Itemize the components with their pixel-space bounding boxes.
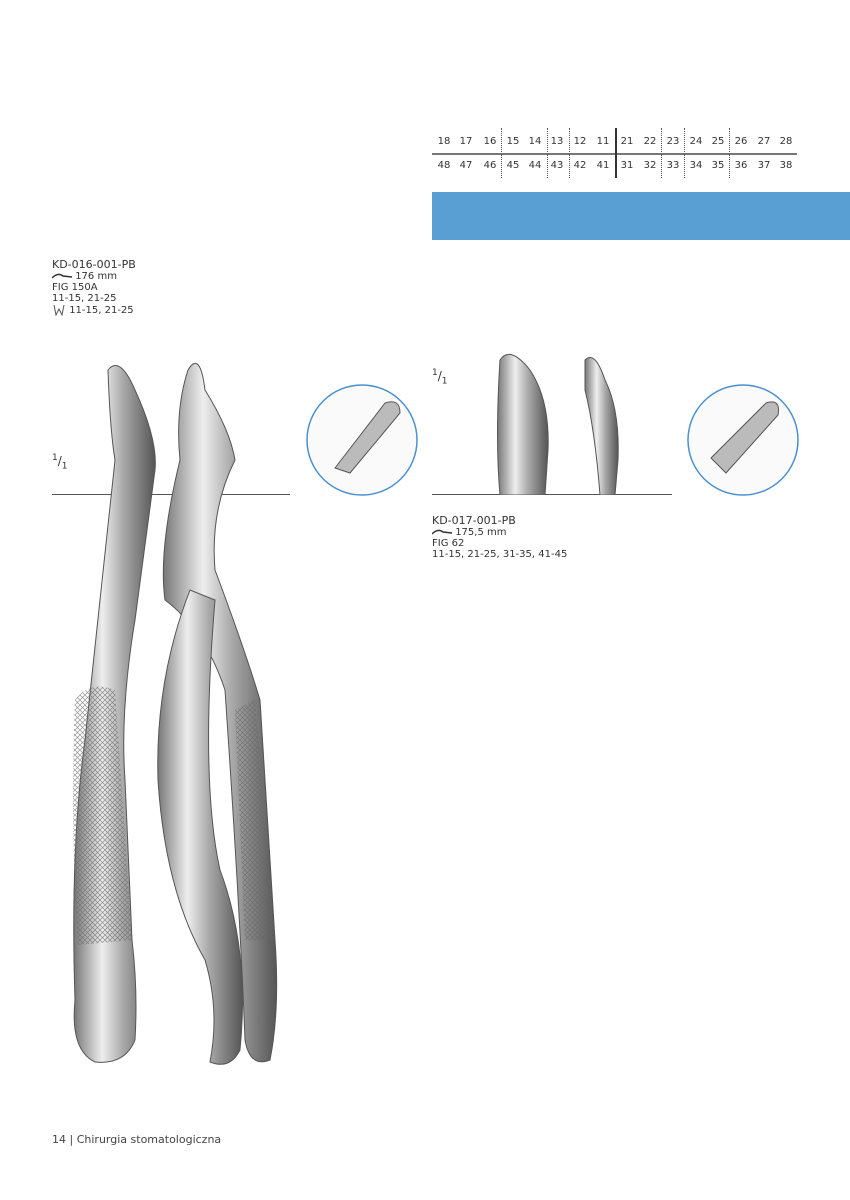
teeth-range: 11-15, 21-25, 31-35, 41-45 <box>432 549 568 560</box>
root-range: 11-15, 21-25 <box>69 305 134 316</box>
tooth-number: 17 <box>459 136 473 147</box>
upper-teeth-row: 18 17 16 15 14 13 12 11 21 22 23 24 25 26 27 28 <box>432 136 797 156</box>
scale-indicator: 1/1 <box>52 453 68 472</box>
forceps-length-icon <box>432 529 452 535</box>
scale-line <box>432 494 672 495</box>
tooth-number: 16 <box>483 136 497 147</box>
tooth-number: 41 <box>596 160 610 171</box>
tooth-number: 13 <box>550 136 564 147</box>
tooth-number: 35 <box>711 160 725 171</box>
tooth-root-icon <box>53 304 65 316</box>
teeth-range: 11-15, 21-25 <box>52 293 117 304</box>
length-row: 175,5 mm <box>432 527 567 538</box>
tooth-number: 44 <box>528 160 542 171</box>
tooth-number: 11 <box>596 136 610 147</box>
tooth-number: 27 <box>757 136 771 147</box>
forceps-length-icon <box>52 273 72 279</box>
tooth-number: 28 <box>779 136 793 147</box>
tooth-number: 25 <box>711 136 725 147</box>
divider <box>432 153 797 155</box>
fig-number: FIG 150A <box>52 282 98 293</box>
tooth-number: 38 <box>779 160 793 171</box>
product-code: KD-016-001-PB <box>52 258 136 271</box>
page-footer: 14 | Chirurgia stomatologiczna <box>52 1133 221 1146</box>
forceps-image-1 <box>73 362 278 1065</box>
forceps-image-2 <box>497 353 619 495</box>
midline <box>615 128 617 178</box>
tooth-number: 22 <box>643 136 657 147</box>
tooth-number: 32 <box>643 160 657 171</box>
section-title: Chirurgia stomatologiczna <box>76 1133 222 1146</box>
tooth-number: 26 <box>734 136 748 147</box>
tooth-number: 24 <box>689 136 703 147</box>
tooth-number: 47 <box>459 160 473 171</box>
separator <box>729 128 730 178</box>
tooth-number: 36 <box>734 160 748 171</box>
footer-separator: | <box>69 1133 74 1146</box>
tooth-number: 42 <box>573 160 587 171</box>
product-spec-2: KD-017-001-PB 175,5 mm FIG 62 11-15, 21-… <box>432 514 567 560</box>
separator <box>569 128 570 178</box>
length: 176 mm <box>75 271 117 282</box>
length: 175,5 mm <box>455 527 507 538</box>
tooth-number: 45 <box>506 160 520 171</box>
tooth-number: 37 <box>757 160 771 171</box>
separator <box>661 128 662 178</box>
tooth-number: 18 <box>437 136 451 147</box>
tip-detail-2 <box>687 384 799 496</box>
tooth-number: 14 <box>528 136 542 147</box>
tooth-number: 23 <box>666 136 680 147</box>
page-number: 14 <box>52 1133 66 1146</box>
tooth-number: 34 <box>689 160 703 171</box>
scale-line <box>52 494 290 495</box>
tooth-number: 12 <box>573 136 587 147</box>
product-spec-1: KD-016-001-PB 176 mm FIG 150A 11-15, 21-… <box>52 258 136 316</box>
fig-number: FIG 62 <box>432 538 465 549</box>
separator <box>501 128 502 178</box>
tooth-number: 46 <box>483 160 497 171</box>
lower-teeth-row: 48 47 46 45 44 43 42 41 31 32 33 34 35 36 37 38 <box>432 160 797 180</box>
scale-indicator: 1/1 <box>432 368 448 387</box>
separator <box>684 128 685 178</box>
tooth-number: 43 <box>550 160 564 171</box>
accent-bar <box>432 192 850 240</box>
tooth-number: 31 <box>620 160 634 171</box>
tooth-number: 48 <box>437 160 451 171</box>
tooth-number: 15 <box>506 136 520 147</box>
tooth-number: 21 <box>620 136 634 147</box>
tip-detail-1 <box>306 384 418 496</box>
product-code: KD-017-001-PB <box>432 514 516 527</box>
tooth-number: 33 <box>666 160 680 171</box>
separator <box>547 128 548 178</box>
length-row: 176 mm <box>52 271 136 282</box>
